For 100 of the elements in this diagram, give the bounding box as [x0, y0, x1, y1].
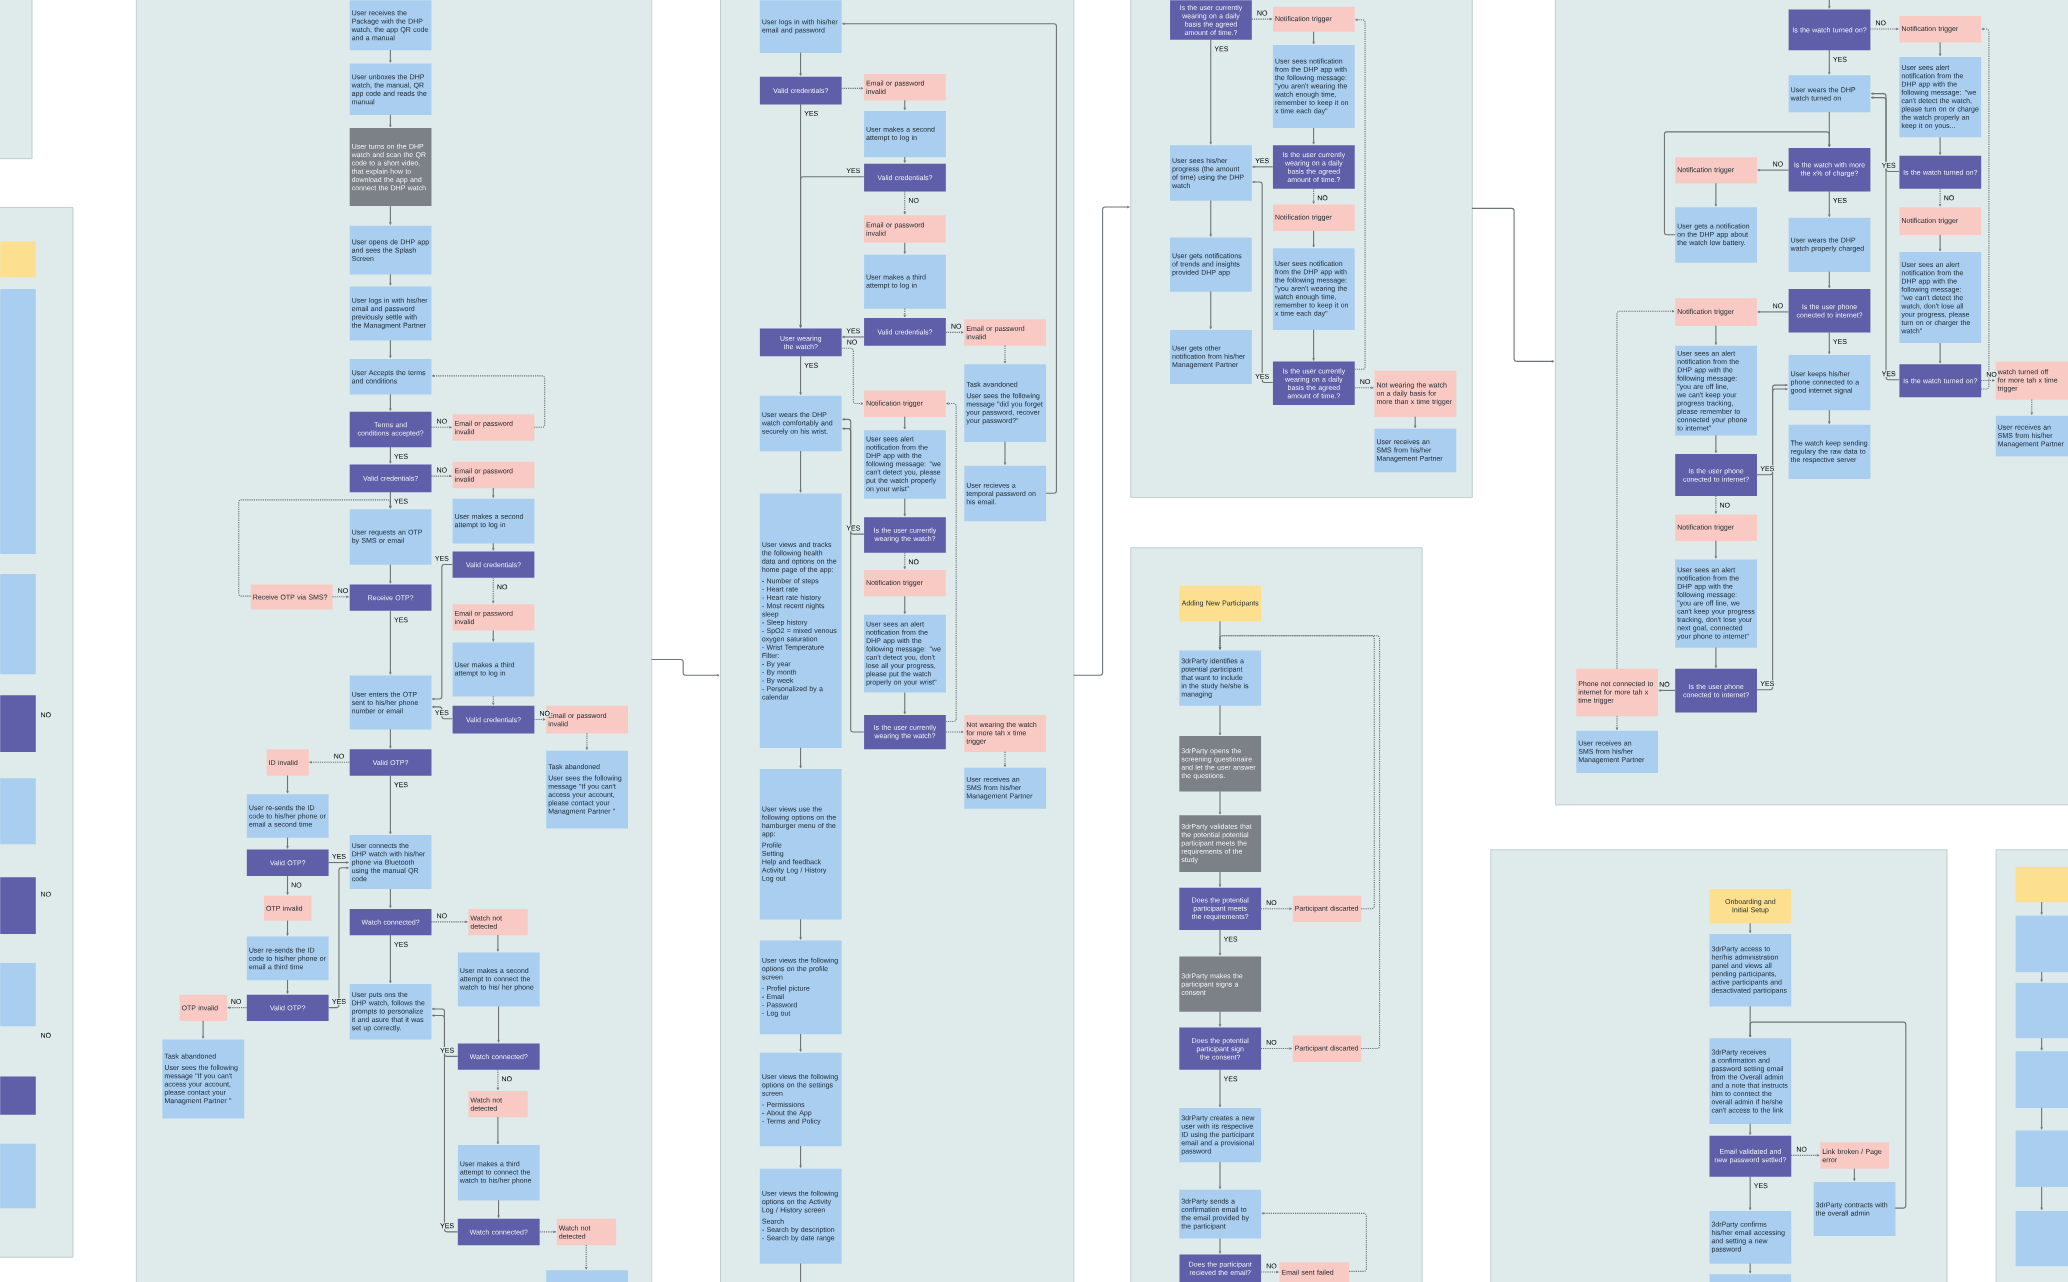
arrow — [1828, 409, 1831, 425]
arrow — [492, 577, 495, 604]
arrow — [799, 918, 802, 940]
arrow — [1218, 929, 1222, 956]
arrow — [389, 49, 392, 63]
arrow — [2030, 399, 2033, 415]
arrow — [945, 402, 957, 722]
arrow — [1209, 290, 1212, 330]
arrow — [496, 934, 500, 952]
arrow — [492, 487, 495, 498]
process-box — [0, 289, 36, 555]
decision-box — [0, 695, 36, 752]
arrow — [585, 732, 589, 750]
arrow — [1938, 188, 1942, 207]
arrow — [1218, 790, 1222, 815]
arrow — [840, 87, 864, 90]
arrow — [1828, 0, 1831, 9]
arrow — [389, 273, 392, 286]
arrow — [903, 242, 906, 254]
arrow — [1218, 1161, 1222, 1190]
arrow — [903, 595, 906, 615]
arrow — [2040, 901, 2043, 915]
arrow — [2040, 1037, 2043, 1051]
process-box — [2015, 1051, 2068, 1109]
arrow — [430, 474, 452, 478]
arrow — [945, 331, 964, 334]
arrow — [1757, 310, 1789, 314]
arrow — [389, 610, 392, 675]
arrow — [1938, 136, 1942, 156]
arrow — [389, 446, 392, 464]
arrow — [1714, 647, 1718, 669]
arrow — [1003, 441, 1007, 465]
arrow — [903, 416, 906, 430]
arrow — [1663, 131, 1831, 236]
arrow — [431, 563, 453, 701]
arrow — [431, 1007, 459, 1057]
arrow — [533, 718, 546, 721]
arrow — [1073, 205, 1130, 676]
arrow — [903, 552, 906, 570]
arrow — [842, 335, 865, 339]
arrow — [651, 658, 720, 677]
arrow — [431, 705, 453, 720]
arrow — [1658, 689, 1676, 692]
arrow — [1938, 41, 1942, 57]
arrow — [1312, 230, 1315, 248]
arrow — [1790, 1154, 1820, 1157]
arrow — [389, 339, 392, 359]
arrow — [1616, 310, 1675, 670]
arrow — [1828, 49, 1831, 75]
arrow — [1757, 168, 1789, 172]
swimlane-panel — [0, 0, 33, 160]
arrow — [431, 1014, 459, 1233]
arrow — [1003, 751, 1007, 768]
arrow — [1218, 1237, 1222, 1254]
arrow — [1869, 27, 1899, 31]
process-box — [1709, 1274, 1792, 1282]
arrow — [492, 629, 495, 642]
arrow — [799, 747, 802, 769]
arrow — [1414, 416, 1417, 429]
arrow — [1749, 1262, 1752, 1274]
arrow — [799, 355, 802, 396]
arrow — [389, 774, 392, 835]
process-box — [2015, 915, 2068, 973]
arrow — [840, 347, 864, 405]
arrow — [1252, 165, 1274, 168]
arrow — [496, 1116, 500, 1145]
arrow — [585, 1244, 588, 1270]
arrow — [1714, 540, 1718, 559]
arrow — [1353, 386, 1374, 389]
process-box — [2015, 982, 2068, 1039]
arrow — [538, 1230, 556, 1233]
arrow — [1312, 188, 1315, 204]
arrow — [799, 1145, 802, 1168]
arrow — [1209, 39, 1212, 145]
arrow — [1260, 1047, 1292, 1050]
arrow — [1218, 635, 1375, 910]
arrow — [903, 498, 906, 517]
arrow — [492, 542, 495, 551]
arrow — [1749, 1123, 1752, 1135]
arrow — [903, 190, 906, 215]
process-box — [2015, 1130, 2068, 1188]
arrow — [227, 1006, 248, 1009]
arrow — [1003, 345, 1007, 364]
arrow — [389, 563, 392, 584]
arrow — [1260, 1270, 1279, 1274]
arrow — [1938, 342, 1942, 364]
arrow — [1828, 331, 1831, 355]
arrow — [903, 99, 906, 111]
arrow — [201, 1020, 205, 1039]
arrow — [1218, 1069, 1222, 1108]
arrow — [1218, 1011, 1222, 1027]
process-box — [2015, 1210, 2068, 1267]
arrow — [389, 114, 392, 128]
arrow — [286, 875, 289, 895]
arrow — [1870, 96, 1900, 381]
arrow — [430, 426, 452, 429]
arrow — [1714, 182, 1718, 207]
process-box — [546, 1270, 628, 1282]
arrow — [389, 205, 392, 225]
arrow — [286, 774, 289, 794]
